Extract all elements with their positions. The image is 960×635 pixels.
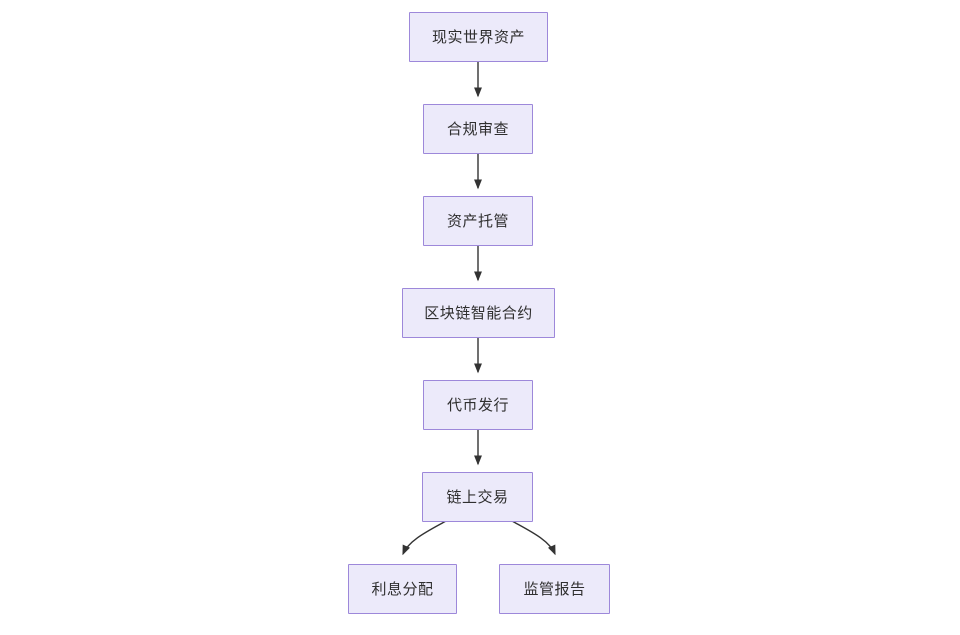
edge-trading-to-reporting [511,520,556,556]
node-label: 代币发行 [446,396,509,414]
node-regulatory-reporting[interactable]: 监管报告 [499,564,610,614]
node-real-world-asset[interactable]: 现实世界资产 [409,12,548,62]
node-label: 链上交易 [446,488,509,506]
node-token-issuance[interactable]: 代币发行 [423,380,533,430]
node-asset-custody[interactable]: 资产托管 [423,196,533,246]
node-blockchain-smart-contract[interactable]: 区块链智能合约 [402,288,555,338]
node-label: 资产托管 [446,212,509,230]
node-label: 现实世界资产 [431,28,525,46]
node-label: 利息分配 [371,580,434,598]
edge-trading-to-interest [402,520,447,556]
node-label: 合规审查 [446,120,509,138]
node-interest-distribution[interactable]: 利息分配 [348,564,457,614]
node-compliance-review[interactable]: 合规审查 [423,104,533,154]
node-label: 区块链智能合约 [424,304,533,322]
node-label: 监管报告 [523,580,586,598]
node-onchain-trading[interactable]: 链上交易 [422,472,533,522]
